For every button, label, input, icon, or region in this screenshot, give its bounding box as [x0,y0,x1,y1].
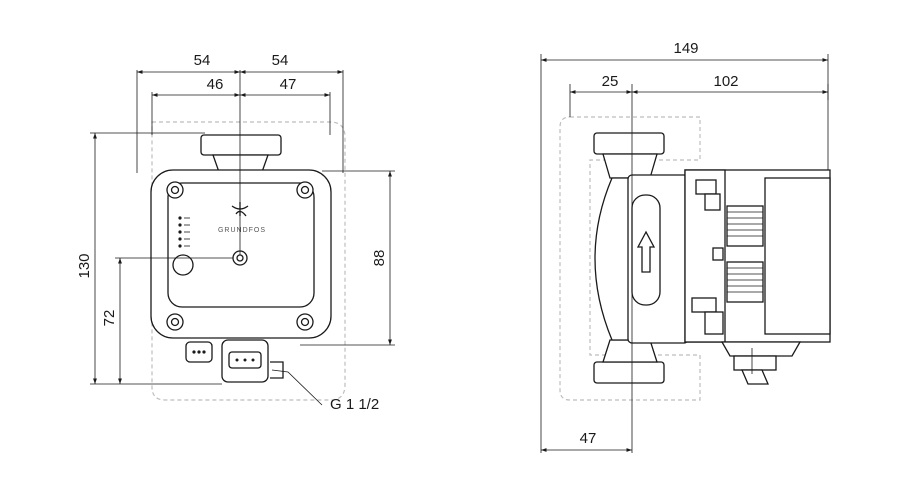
front-screw-bottom-right [296,313,314,331]
dim-front-width-left: 54 [194,52,211,69]
side-pump-casing [594,177,633,341]
side-bottom-flange [593,361,665,384]
dim-front-inner-right: 47 [280,76,297,93]
side-top-clip [695,179,721,211]
dim-side-bottom-offset: 47 [580,430,597,447]
dim-front-total-height: 130 [76,253,93,278]
dim-front-width-right: 54 [272,52,289,69]
front-screw-top-right [296,181,314,199]
front-view: GRUNDFOS [76,52,395,413]
dim-side-body-length: 102 [713,73,738,90]
dim-front-axis-height: 72 [101,310,118,327]
front-signal-connector [185,341,213,363]
side-top-flange [593,132,665,155]
side-cover [764,177,831,335]
side-envelope-outline [559,116,701,401]
front-screw-top-left [166,181,184,199]
side-cooling-fins [712,205,764,303]
side-bottom-clip [691,297,724,335]
dim-front-inner-left: 46 [207,76,224,93]
front-control-box [167,182,315,308]
flow-direction-arrow-icon [636,230,656,273]
thread-label: G 1 1/2 [330,396,379,413]
dim-side-flange-offset: 25 [602,73,619,90]
brand-logo-text: GRUNDFOS [218,227,266,234]
front-bottom-flange [270,361,284,379]
front-control-button [172,254,194,276]
front-top-flange [200,134,282,156]
front-envelope-outline [151,121,346,401]
side-cable-connector [720,341,802,385]
side-view: 149 25 102 47 [540,40,831,453]
front-screw-bottom-left [166,313,184,331]
thread-leader-line [271,369,323,406]
front-led-column [178,216,190,248]
dim-side-total-length: 149 [673,40,698,57]
front-power-connector [221,339,269,383]
dim-front-body-height: 88 [371,250,388,267]
